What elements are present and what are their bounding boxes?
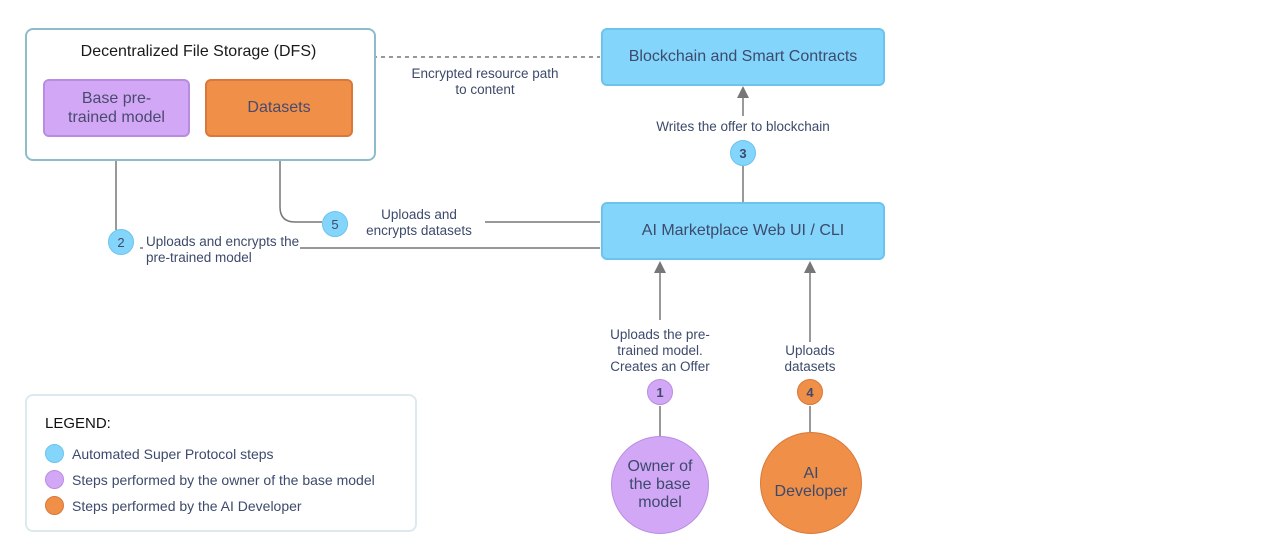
step-5-badge: 5 (322, 211, 348, 237)
base-model-box: Base pre-trained model (43, 79, 190, 137)
legend-label: Automated Super Protocol steps (72, 445, 274, 462)
label-writes-offer: Writes the offer to blockchain (656, 119, 830, 134)
legend-label: Steps performed by the owner of the base… (72, 471, 375, 488)
legend-panel (25, 394, 417, 532)
arrow-step5-to-datasets (274, 139, 322, 223)
legend-title: LEGEND: (45, 415, 111, 432)
marketplace-box: AI Marketplace Web UI / CLI (601, 202, 885, 260)
step-1-badge: 1 (647, 379, 673, 405)
label-owner-uploads: Uploads the pre-trained model. Creates a… (610, 327, 710, 374)
legend-item-automated: Automated Super Protocol steps (45, 444, 274, 463)
legend-dot-icon (45, 444, 64, 463)
label-developer-uploads: Uploads datasets (784, 343, 836, 374)
legend-item-developer: Steps performed by the AI Developer (45, 496, 302, 515)
step-3-badge: 3 (730, 140, 756, 166)
legend-dot-icon (45, 496, 64, 515)
blockchain-box: Blockchain and Smart Contracts (601, 28, 885, 86)
datasets-box: Datasets (205, 79, 353, 137)
step-4-badge: 4 (797, 379, 823, 405)
label-encrypted-resource-path: Encrypted resource path to content (411, 66, 559, 97)
label-uploads-encrypts-model: Uploads and encrypts the pre-trained mod… (146, 234, 300, 265)
dfs-title: Decentralized File Storage (DFS) (80, 43, 317, 60)
legend-label: Steps performed by the AI Developer (72, 497, 302, 514)
label-uploads-encrypts-datasets: Uploads and encrypts datasets (366, 207, 472, 238)
step-2-badge: 2 (108, 229, 134, 255)
actor-ai-developer: AI Developer (760, 432, 862, 534)
legend-dot-icon (45, 470, 64, 489)
legend-item-owner: Steps performed by the owner of the base… (45, 470, 375, 489)
actor-owner: Owner of the base model (611, 436, 709, 534)
